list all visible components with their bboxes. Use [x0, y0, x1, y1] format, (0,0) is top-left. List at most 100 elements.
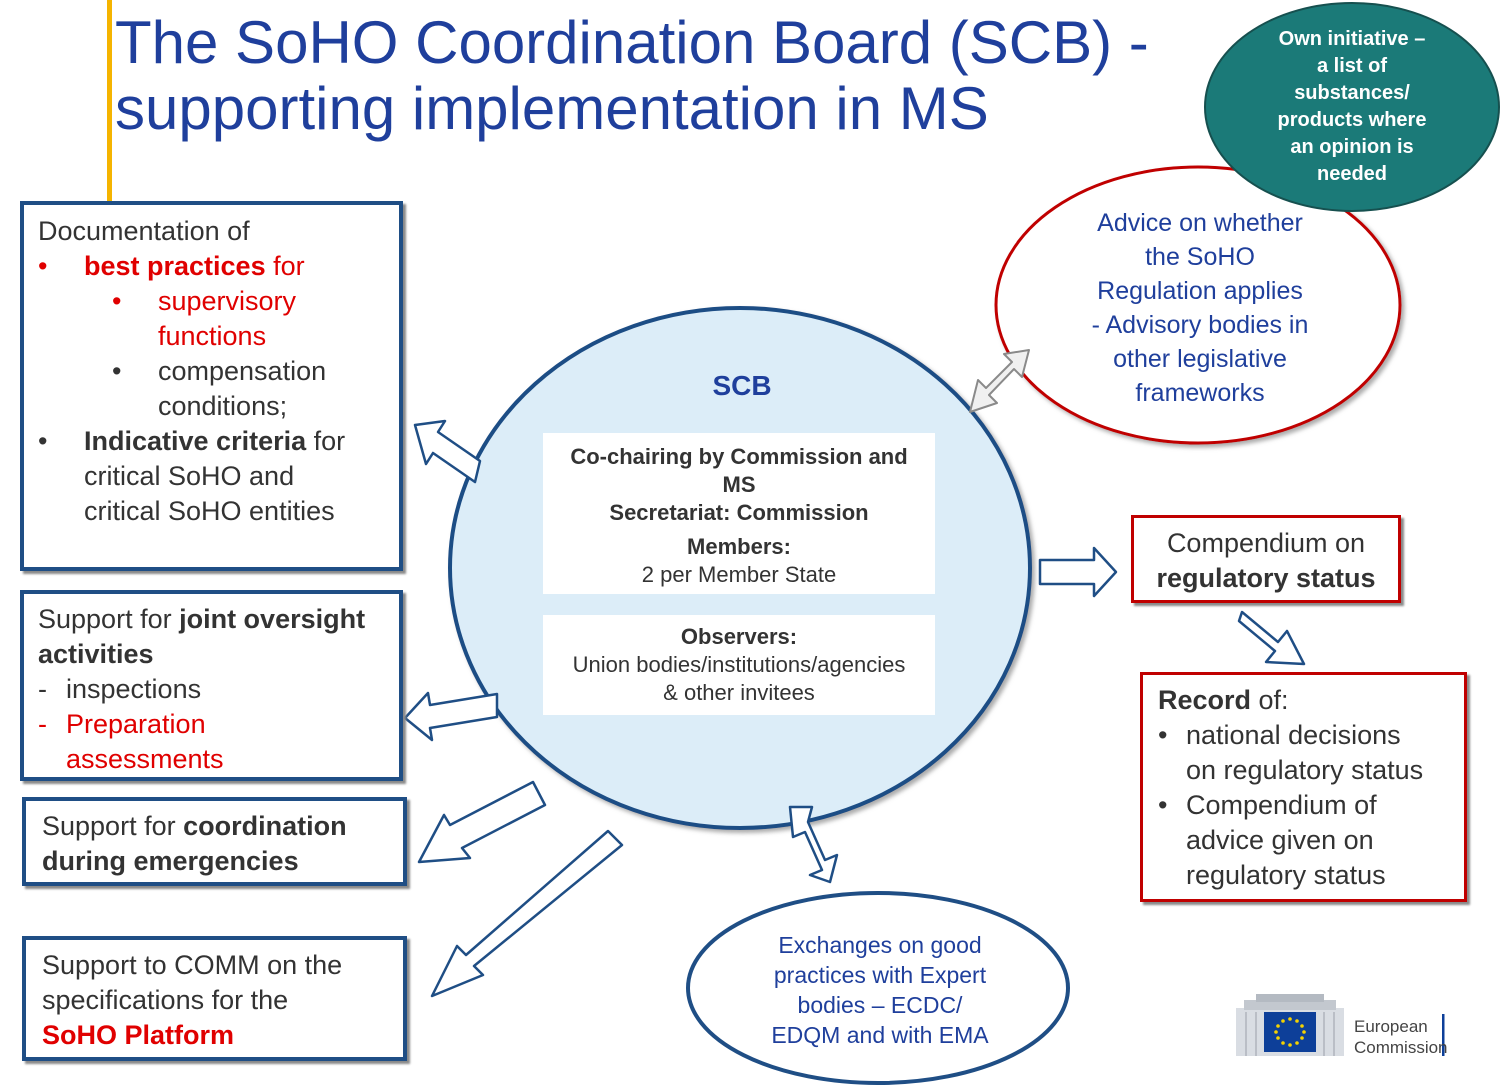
own-initiative-ellipse — [1204, 2, 1500, 212]
coordination-box: Support for coordination during emergenc… — [22, 797, 407, 886]
page-title: The SoHO Coordination Board (SCB) - supp… — [115, 10, 1149, 142]
platform-box: Support to COMM on the specifications fo… — [22, 936, 407, 1061]
arrow-to-documentation — [413, 419, 482, 484]
logo-line-1: European — [1354, 1017, 1428, 1036]
own-initiative-line: a list of — [1316, 55, 1387, 77]
scb-observers-panel: Observers: Union bodies/institutions/age… — [543, 615, 935, 715]
joint-oversight-bold-2: activities — [38, 639, 154, 669]
own-initiative-line: substances/ — [1294, 82, 1410, 104]
title-line-1: The SoHO Coordination Board (SCB) - — [115, 9, 1149, 76]
advice-line: the SoHO — [1145, 243, 1255, 271]
documentation-box: Documentation of • best practices for • … — [20, 201, 403, 571]
exchanges-line: Exchanges on good — [778, 932, 982, 958]
compendium-advice-line-3: regulatory status — [1186, 860, 1386, 890]
logo-line-2: Commission — [1354, 1038, 1448, 1057]
observers-label: Observers: — [680, 624, 798, 649]
arrow-compendium-to-record — [1237, 610, 1306, 666]
bullet: • — [112, 356, 122, 386]
own-initiative-text: Own initiative – a list of substances/ p… — [1232, 26, 1472, 188]
record-item-national-decisions: • national decisions on regulatory statu… — [1158, 718, 1464, 788]
coordination-prefix: Support for — [42, 811, 184, 841]
compendium-advice-line-1: Compendium of — [1186, 790, 1377, 820]
title-line-2: supporting implementation in MS — [115, 75, 989, 142]
double-arrow-advice — [969, 349, 1030, 413]
exchanges-line: EDQM and with EMA — [771, 1022, 989, 1048]
indicative-criteria-rest: for — [306, 426, 346, 456]
joint-oversight-bold-1: joint oversight — [179, 604, 366, 634]
preparation-line-1: Preparation — [66, 709, 206, 739]
exchanges-line: practices with Expert — [773, 962, 987, 988]
documentation-subitem-supervisory: • supervisory functions — [38, 284, 399, 354]
exchanges-text: Exchanges on good practices with Expert … — [730, 930, 1030, 1050]
members-value: 2 per Member State — [641, 562, 837, 587]
advice-line: Regulation applies — [1097, 277, 1303, 305]
double-arrow-exchanges — [788, 805, 839, 884]
bullet: • — [38, 426, 48, 456]
indicative-criteria-line-3: critical SoHO entities — [84, 496, 335, 526]
documentation-item-indicative-criteria: • Indicative criteria for critical SoHO … — [38, 424, 399, 529]
own-initiative-line: an opinion is — [1290, 136, 1414, 158]
joint-oversight-item-inspections: - inspections — [38, 672, 399, 707]
best-practices-rest: for — [265, 251, 305, 281]
joint-oversight-item-preparation: - Preparation assessments — [38, 707, 399, 777]
record-label: Record — [1158, 685, 1252, 715]
arrow-to-compendium — [1038, 546, 1118, 598]
preparation-line-2: assessments — [66, 744, 224, 774]
documentation-heading: Documentation of — [38, 216, 250, 246]
chair-line-1: Co-chairing by Commission and — [570, 444, 908, 469]
own-initiative-line: products where — [1277, 109, 1427, 131]
national-decisions-line-1: national decisions — [1186, 720, 1401, 750]
own-initiative-line: Own initiative – — [1278, 28, 1426, 50]
ec-building-icon — [1236, 994, 1445, 1056]
scb-chair-panel: Co-chairing by Commission and MS Secreta… — [543, 433, 935, 594]
exchanges-line: bodies – ECDC/ — [797, 992, 963, 1018]
bullet: • — [1158, 720, 1168, 750]
advice-line: - Advisory bodies in — [1091, 311, 1309, 339]
platform-line-1: Support to COMM on the — [42, 950, 343, 980]
inspections-label: inspections — [66, 674, 202, 704]
exchanges-ellipse — [686, 891, 1070, 1085]
compendium-box: Compendium on regulatory status — [1131, 515, 1401, 603]
advice-line: Advice on whether — [1097, 209, 1303, 237]
members-label: Members: — [687, 534, 791, 559]
advice-line: frameworks — [1135, 379, 1265, 407]
observers-line-1: Union bodies/institutions/agencies — [572, 652, 906, 677]
bullet: • — [38, 251, 48, 281]
documentation-subitem-compensation: • compensation conditions; — [38, 354, 399, 424]
observers-line-2: & other invitees — [663, 680, 815, 705]
advice-text: Advice on whether the SoHO Regulation ap… — [1040, 206, 1360, 410]
documentation-item-best-practices: • best practices for — [38, 249, 399, 284]
coordination-bold-2: during emergencies — [42, 846, 299, 876]
best-practices-label: best practices — [84, 251, 266, 281]
record-item-compendium: • Compendium of advice given on regulato… — [1158, 788, 1464, 893]
supervisory-line-1: supervisory — [158, 286, 297, 316]
arrow-to-coordination — [417, 780, 547, 864]
joint-oversight-box: Support for joint oversight activities -… — [20, 590, 403, 781]
european-commission-logo: European Commission — [1236, 990, 1451, 1060]
bullet: • — [1158, 790, 1168, 820]
record-box: Record of: • national decisions on regul… — [1140, 672, 1467, 902]
compensation-line-2: conditions; — [158, 391, 288, 421]
scb-label: SCB — [712, 370, 772, 401]
compendium-advice-line-2: advice given on — [1186, 825, 1374, 855]
own-initiative-line: needed — [1316, 163, 1388, 185]
compensation-line-1: compensation — [158, 356, 327, 386]
coordination-bold-1: coordination — [183, 811, 347, 841]
indicative-criteria-line-2: critical SoHO and — [84, 461, 295, 491]
secretariat: Secretariat: Commission — [609, 500, 869, 525]
arrow-to-platform — [430, 829, 624, 998]
advice-line: other legislative — [1113, 345, 1287, 373]
bullet: • — [112, 286, 122, 316]
arrow-to-joint-oversight — [403, 691, 499, 742]
compendium-line-1: Compendium on — [1166, 528, 1366, 558]
platform-line-2: specifications for the — [42, 985, 289, 1015]
record-rest: of: — [1251, 685, 1289, 715]
national-decisions-line-2: on regulatory status — [1186, 755, 1424, 785]
compendium-line-2: regulatory status — [1156, 563, 1376, 593]
chair-line-2: MS — [722, 472, 756, 497]
title-accent-bar — [107, 0, 112, 205]
dash: - — [38, 709, 47, 739]
advice-ellipse — [994, 165, 1402, 445]
dash: - — [38, 674, 47, 704]
joint-oversight-prefix: Support for — [38, 604, 180, 634]
